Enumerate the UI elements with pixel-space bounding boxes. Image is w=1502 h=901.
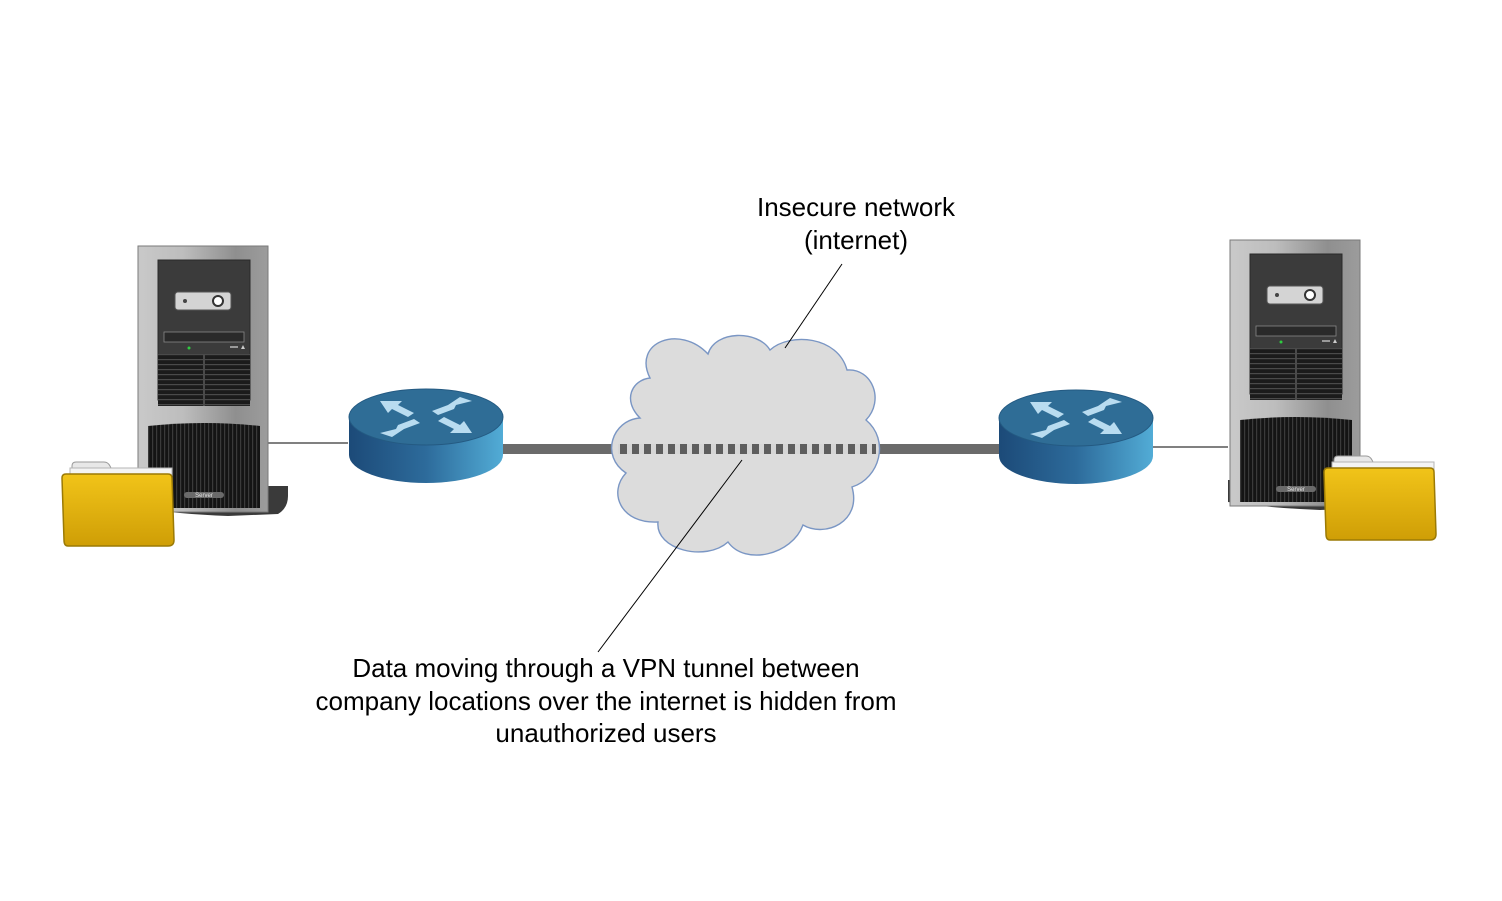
network-label-line1: Insecure network [757,192,956,222]
right-wan-link [860,444,1002,454]
left-server-badge: Server [195,493,213,499]
router-icon [348,388,504,484]
tunnel-callout-line [597,459,743,653]
network-callout-line [784,263,843,349]
network-label-line2: (internet) [804,225,908,255]
tunnel-label-line3: unauthorized users [495,718,716,748]
right-server-badge: Server [1287,487,1305,493]
left-wan-link [500,444,640,454]
router-icon [998,389,1154,485]
folder-icon [1323,455,1437,541]
tunnel-label-line1: Data moving through a VPN tunnel between [352,653,859,683]
folder-icon [61,461,175,547]
tunnel-label-line2: company locations over the internet is h… [316,686,897,716]
